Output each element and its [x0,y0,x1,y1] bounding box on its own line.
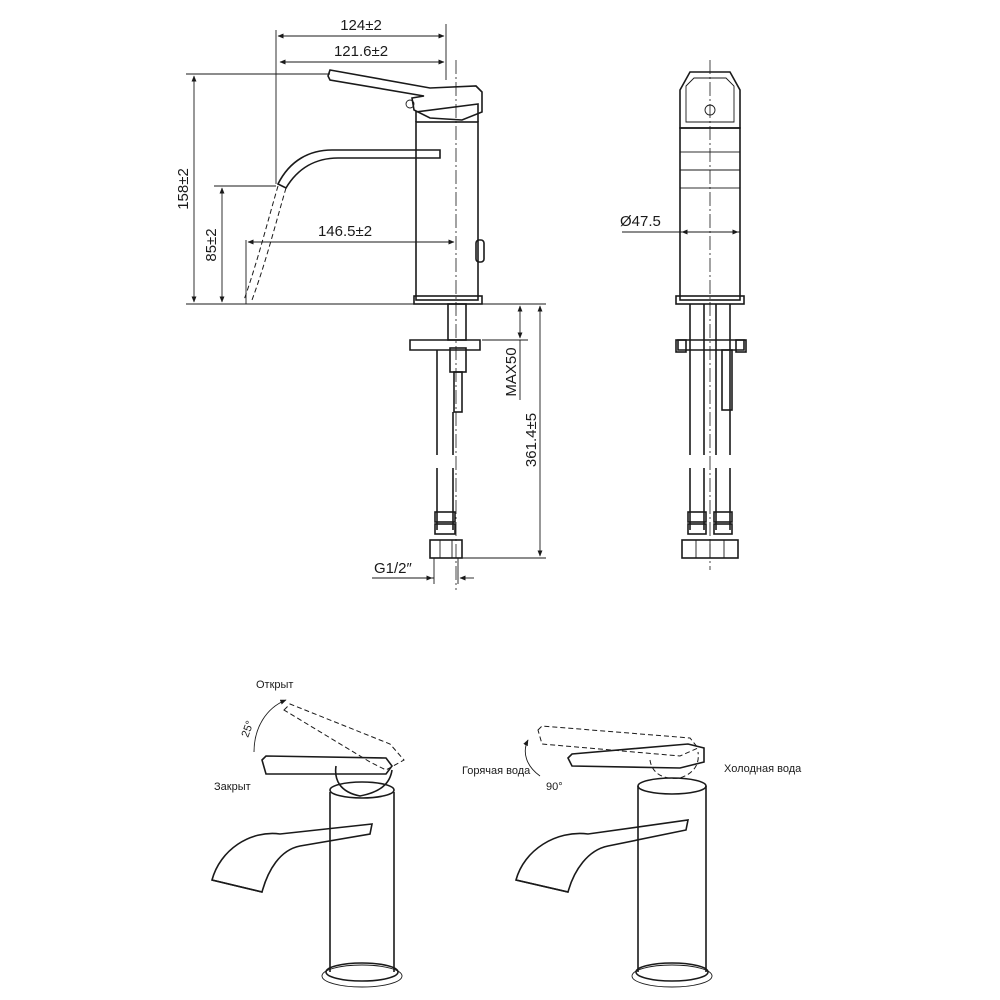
tilt-arc [253,699,287,753]
label-hot: Горячая вода [462,765,531,777]
dim-diameter: Ø47.5 [620,213,661,230]
handle-screw [405,99,415,109]
rear-rod [721,349,733,411]
handle-open-ghost [283,703,405,771]
open-close-illustration: Открыт Закрыт 25° [211,679,405,988]
label-open: Открыт [256,679,293,691]
label-rotate-angle: 90° [546,781,563,793]
faucet-body [415,121,479,301]
hose-nut [429,539,463,559]
mounting-rod [453,371,463,413]
label-tilt-angle: 25° [240,719,257,739]
rear-view: Ø47.5 [620,60,747,570]
hot-cold-illustration: Горячая вода Холодная вода 90° [462,725,802,988]
side-view: 124±2 121.6±2 158±2 85±2 146.5±2 MAX50 3… [175,17,546,590]
handle-closed [261,755,393,775]
dim-width-total: 124±2 [340,17,382,34]
spout [276,149,441,190]
label-cold: Холодная вода [724,763,802,775]
side-button [475,239,485,263]
body-base-2 [635,962,709,982]
label-closed: Закрыт [214,781,251,793]
dim-hose-length: 361.4±5 [523,413,540,467]
dim-reach: 146.5±2 [318,223,372,240]
mounting-washer [409,339,481,351]
water-stream-outer [243,185,279,301]
mounting-nut [449,347,467,373]
cartridge-top [329,781,395,799]
dim-max-thickness: MAX50 [503,347,520,396]
bubble-body-2 [637,786,707,972]
dim-thread: G1/2″ [374,560,413,577]
rear-washer [677,339,745,351]
bubble-body [329,792,395,972]
dim-height-spout: 85±2 [203,228,220,261]
bubble-spout-2 [515,819,690,893]
bubble-spout [211,823,373,893]
water-stream-inner [251,187,287,301]
rotate-arc [523,739,541,777]
handle-solid [567,743,705,769]
dim-width-spout: 121.6±2 [334,43,388,60]
body-base [325,962,399,982]
hose-ferrule-1 [434,511,456,523]
handle-rotated-ghost [537,725,699,757]
lever-handle [327,69,483,121]
cartridge-top-2 [637,777,707,795]
mounting-stud [447,303,467,341]
dim-height-total: 158±2 [175,168,192,210]
hose-ferrule-2 [434,523,456,535]
